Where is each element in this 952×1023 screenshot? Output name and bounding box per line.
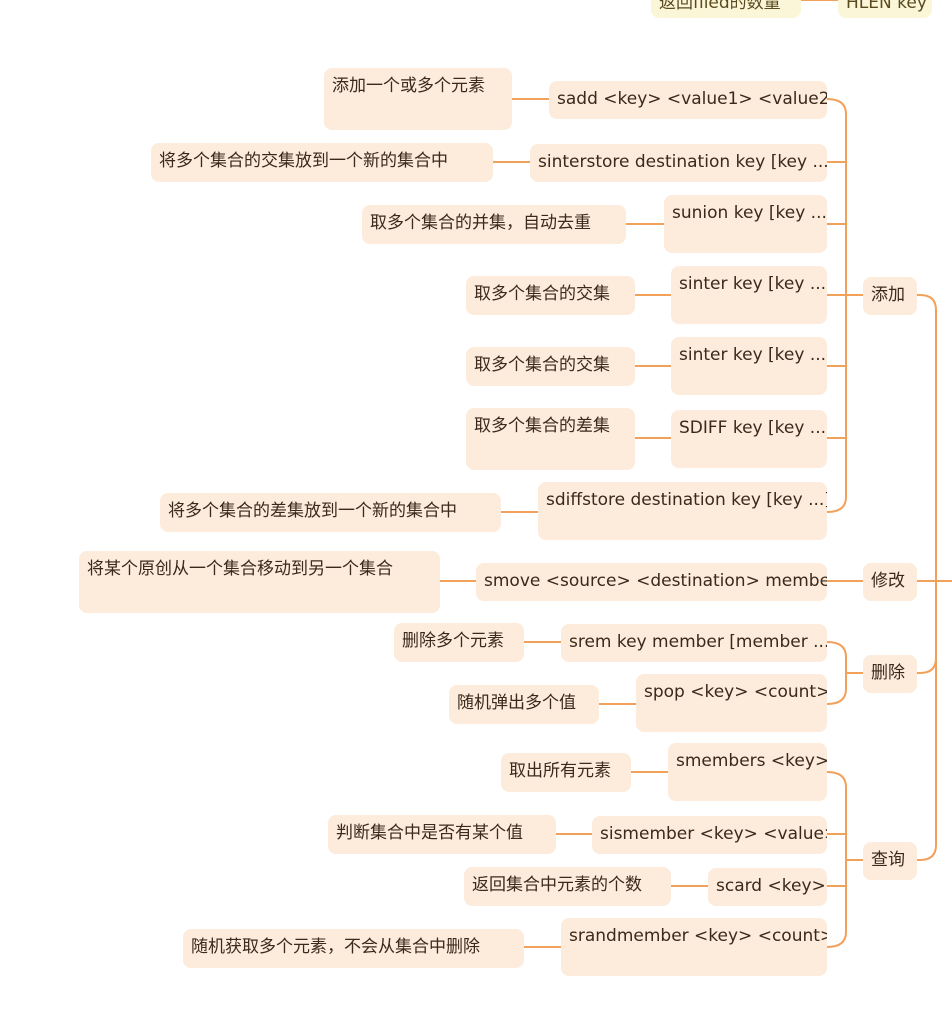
command-text: sadd <key> <value1> <value2> <box>557 89 827 109</box>
category-modify-label: 修改 <box>871 571 905 591</box>
description-text: 取多个集合的差集 <box>474 416 610 436</box>
command-text: SDIFF key [key ...] <box>679 418 827 438</box>
description-node[interactable]: 取出所有元素 <box>501 753 631 792</box>
description-text: 删除多个元素 <box>402 631 504 651</box>
description-node[interactable]: 将多个集合的差集放到一个新的集合中 <box>160 493 501 532</box>
description-text: 判断集合中是否有某个值 <box>336 823 523 843</box>
command-node[interactable]: sinterstore destination key [key ...] <box>530 144 827 182</box>
description-text: 取多个集合的交集 <box>474 284 610 304</box>
description-node[interactable]: 将多个集合的交集放到一个新的集合中 <box>151 143 493 182</box>
command-text: smembers <key> <box>676 751 827 771</box>
command-text: sismember <key> <value> <box>600 824 827 844</box>
category-modify-node[interactable]: 修改 <box>863 563 917 601</box>
description-text: 将某个原创从一个集合移动到另一个集合 <box>87 559 393 579</box>
command-text: sinter key [key ...] <box>679 345 827 365</box>
description-text: 随机获取多个元素，不会从集合中删除 <box>191 937 480 957</box>
description-node[interactable]: 取多个集合的交集 <box>466 347 635 386</box>
command-node[interactable]: srem key member [member ...] <box>561 624 827 662</box>
description-text: 将多个集合的交集放到一个新的集合中 <box>159 151 448 171</box>
category-add-node[interactable]: 添加 <box>863 277 917 315</box>
category-query-label: 查询 <box>871 850 905 870</box>
description-node[interactable]: 判断集合中是否有某个值 <box>328 815 556 854</box>
category-query-node[interactable]: 查询 <box>863 842 917 880</box>
command-text: sinter key [key ...] <box>679 274 827 294</box>
command-text: srem key member [member ...] <box>569 632 827 652</box>
top-partial-command-node[interactable]: HLEN key <box>838 0 932 18</box>
description-text: 返回集合中元素的个数 <box>472 875 642 895</box>
command-node[interactable]: srandmember <key> <count> <box>561 918 827 976</box>
category-add-label: 添加 <box>871 285 905 305</box>
description-text: 取出所有元素 <box>509 761 611 781</box>
top-partial-desc-label: 返回filed的数量 <box>659 0 781 13</box>
category-delete-label: 删除 <box>871 663 905 683</box>
command-node[interactable]: SDIFF key [key ...] <box>671 410 827 468</box>
command-node[interactable]: sadd <key> <value1> <value2> <box>549 81 827 119</box>
description-node[interactable]: 随机获取多个元素，不会从集合中删除 <box>183 929 524 968</box>
description-text: 将多个集合的差集放到一个新的集合中 <box>168 501 457 521</box>
command-text: srandmember <key> <count> <box>569 926 827 946</box>
category-delete-node[interactable]: 删除 <box>863 655 917 693</box>
command-node[interactable]: scard <key> <box>708 868 827 906</box>
description-text: 随机弹出多个值 <box>457 693 576 713</box>
command-text: sdiffstore destination key [key ...] <box>546 490 827 510</box>
command-node[interactable]: sinter key [key ...] <box>671 337 827 395</box>
description-node[interactable]: 取多个集合的交集 <box>466 276 635 315</box>
description-text: 取多个集合的并集，自动去重 <box>370 213 591 233</box>
command-text: spop <key> <count> <box>644 682 827 702</box>
top-partial-command-label: HLEN key <box>846 0 927 13</box>
description-text: 添加一个或多个元素 <box>332 76 485 96</box>
description-node[interactable]: 将某个原创从一个集合移动到另一个集合 <box>79 551 440 613</box>
description-node[interactable]: 删除多个元素 <box>394 623 524 662</box>
command-node[interactable]: sunion key [key ...] <box>664 195 827 253</box>
command-node[interactable]: sinter key [key ...] <box>671 266 827 324</box>
command-text: sinterstore destination key [key ...] <box>538 152 827 172</box>
command-node[interactable]: smembers <key> <box>668 743 827 801</box>
command-node[interactable]: sismember <key> <value> <box>592 816 827 854</box>
command-text: sunion key [key ...] <box>672 203 827 223</box>
top-partial-desc-node[interactable]: 返回filed的数量 <box>651 0 801 18</box>
description-node[interactable]: 取多个集合的差集 <box>466 408 635 470</box>
command-node[interactable]: smove <source> <destination> member <box>476 563 827 601</box>
description-node[interactable]: 随机弹出多个值 <box>449 685 599 724</box>
command-node[interactable]: spop <key> <count> <box>636 674 827 732</box>
command-text: smove <source> <destination> member <box>484 571 827 591</box>
command-text: scard <key> <box>716 876 826 896</box>
description-node[interactable]: 取多个集合的并集，自动去重 <box>362 205 626 244</box>
description-node[interactable]: 添加一个或多个元素 <box>324 68 512 130</box>
command-node[interactable]: sdiffstore destination key [key ...] <box>538 482 827 540</box>
description-node[interactable]: 返回集合中元素的个数 <box>464 867 671 906</box>
description-text: 取多个集合的交集 <box>474 355 610 375</box>
